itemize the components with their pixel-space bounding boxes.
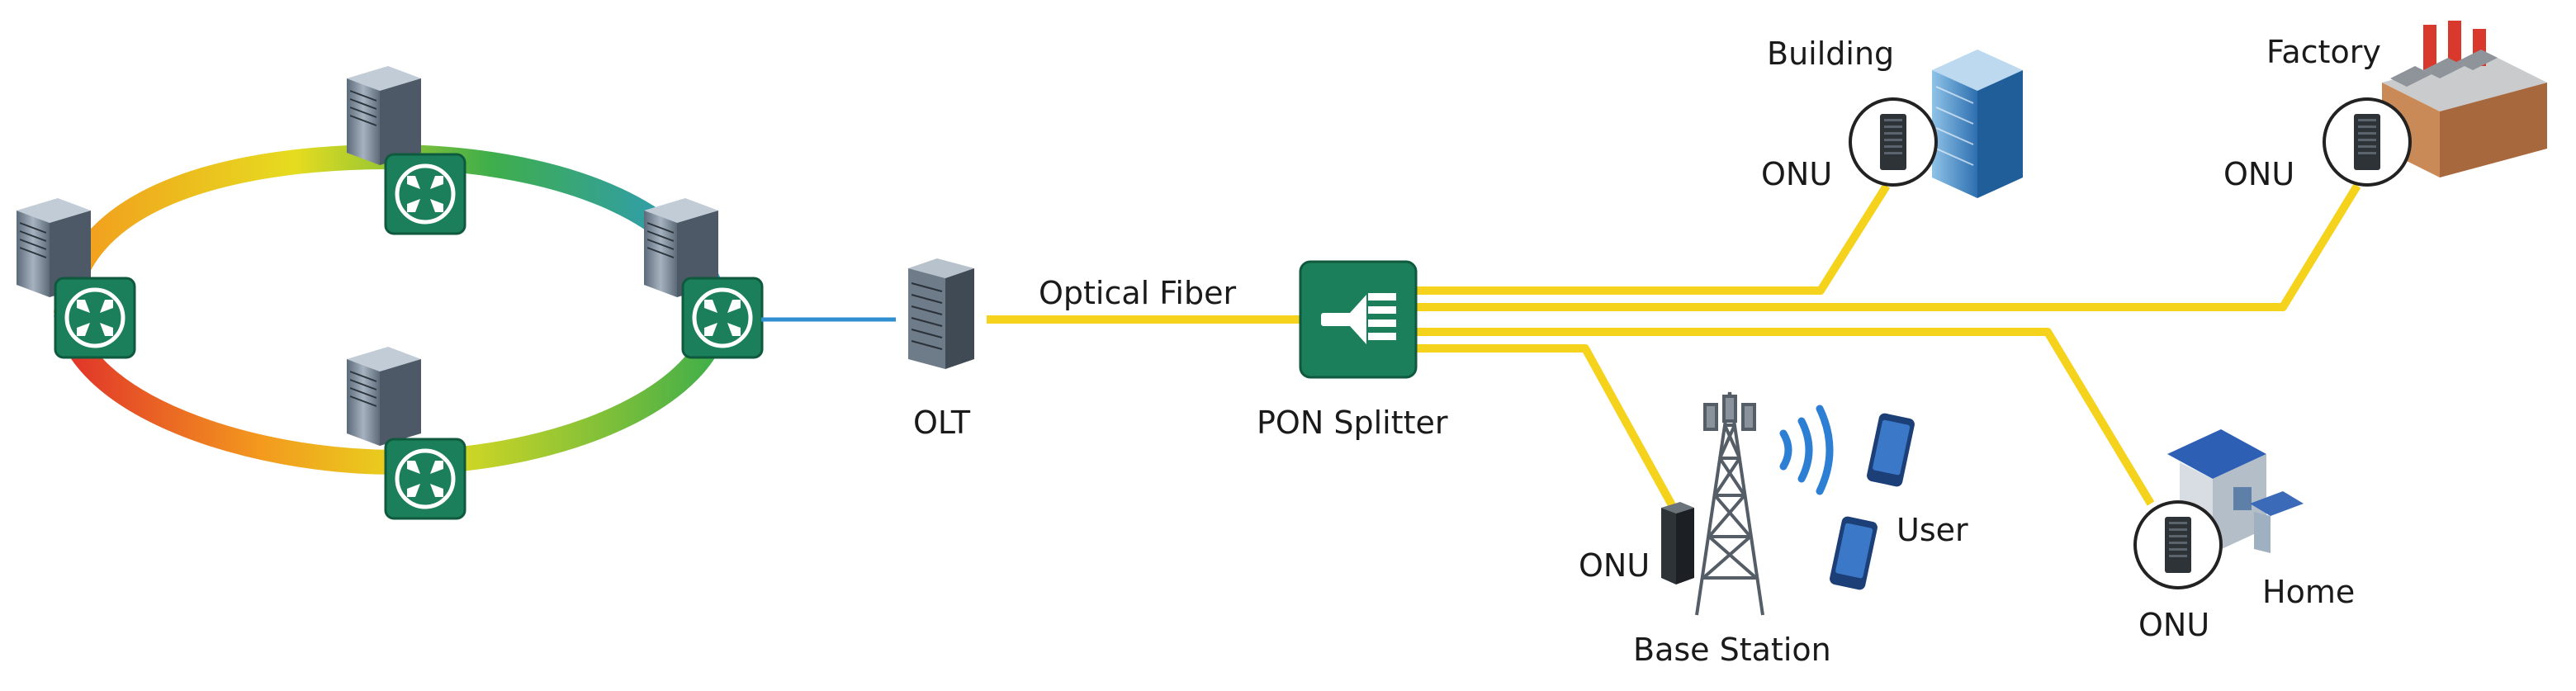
distribution-fibers (1412, 183, 2361, 523)
router-arrows-icon (386, 439, 465, 518)
ring-network (16, 65, 762, 518)
onu-device-icon (1849, 97, 1938, 187)
smartphone-icon (1867, 413, 1915, 487)
fiber-to-home (1412, 328, 2155, 506)
optical-fiber-label: Optical Fiber (1039, 275, 1236, 311)
ring-node-right (643, 197, 762, 357)
server-rack-icon (346, 65, 422, 166)
onu-building-label: ONU (1761, 156, 1832, 192)
building-site: Building ONU (1761, 35, 2023, 198)
olt-device (908, 258, 974, 369)
home-site: Home ONU (2133, 429, 2355, 643)
onu-factory-label: ONU (2223, 156, 2294, 192)
factory-label: Factory (2266, 34, 2381, 70)
onu-device-icon (2133, 500, 2223, 589)
ring-node-bottom (346, 346, 465, 518)
onu-device-icon (2323, 97, 2412, 187)
factory-site: Factory ONU (2223, 21, 2547, 192)
smartphone-icon (1830, 516, 1878, 590)
user-label: User (1896, 512, 1968, 548)
splitter-icon (1299, 260, 1418, 379)
router-arrows-icon (55, 278, 135, 357)
base-station-site: User ONU Base Station (1579, 391, 1968, 668)
building-icon (1932, 50, 2023, 198)
fiber-to-building (1412, 183, 1891, 295)
onu-home-label: ONU (2138, 607, 2209, 643)
olt-label: OLT (913, 405, 971, 441)
base-station-label: Base Station (1633, 632, 1831, 668)
olt-rack-icon (908, 258, 974, 369)
wireless-waves-icon (1779, 405, 1834, 495)
radio-tower-icon (1695, 391, 1764, 616)
onu-base-station-label: ONU (1579, 547, 1650, 584)
fiber-to-factory (1412, 183, 2361, 311)
fiber-to-base-station (1412, 344, 1684, 523)
router-arrows-icon (683, 278, 762, 357)
home-label: Home (2262, 574, 2355, 610)
server-rack-icon (346, 346, 422, 447)
pon-splitter-label: PON Splitter (1257, 405, 1448, 441)
router-arrows-icon (386, 154, 465, 234)
pon-splitter (1299, 260, 1418, 379)
building-label: Building (1767, 35, 1894, 72)
onu-device-icon (1661, 502, 1694, 585)
